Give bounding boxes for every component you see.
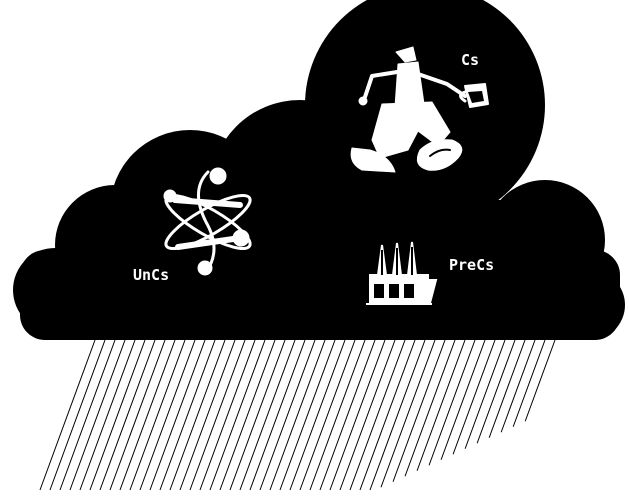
rain-line bbox=[477, 340, 515, 443]
rain-line bbox=[170, 340, 225, 490]
rain-line bbox=[465, 340, 505, 449]
rain-line bbox=[230, 340, 285, 490]
rain-line bbox=[393, 340, 445, 482]
rain-line bbox=[270, 340, 325, 490]
rain-line bbox=[80, 340, 135, 490]
cloud-shape bbox=[13, 0, 625, 340]
rain-line bbox=[160, 340, 215, 490]
uncs-label: UnCs bbox=[133, 266, 169, 284]
rain-line bbox=[405, 340, 455, 476]
rain-line bbox=[70, 340, 125, 490]
rain-line bbox=[501, 340, 535, 432]
rain-line bbox=[180, 340, 235, 490]
rain-line bbox=[370, 340, 425, 490]
rain-line bbox=[489, 340, 525, 438]
rain-line bbox=[220, 340, 275, 490]
rain-line bbox=[453, 340, 495, 454]
precs-label: PreCs bbox=[449, 256, 494, 274]
rain-line bbox=[260, 340, 315, 490]
rain-line bbox=[320, 340, 375, 490]
rain-line bbox=[429, 340, 475, 465]
rain-line bbox=[300, 340, 355, 490]
rain-line bbox=[60, 340, 115, 490]
rain-line bbox=[381, 340, 435, 487]
rain-line bbox=[350, 340, 405, 490]
rain-line bbox=[210, 340, 265, 490]
rain-line bbox=[130, 340, 185, 490]
rain-line bbox=[417, 340, 465, 471]
rain-lines bbox=[40, 340, 555, 490]
cs-label: Cs bbox=[461, 51, 479, 69]
rain-line bbox=[513, 340, 545, 427]
rain-line bbox=[330, 340, 385, 490]
rain-line bbox=[290, 340, 345, 490]
rain-line bbox=[40, 340, 95, 490]
rain-line bbox=[190, 340, 245, 490]
rain-line bbox=[50, 340, 105, 490]
rain-line bbox=[150, 340, 205, 490]
rain-line bbox=[90, 340, 145, 490]
rain-line bbox=[140, 340, 195, 490]
rain-line bbox=[340, 340, 395, 490]
rain-line bbox=[100, 340, 155, 490]
rain-line bbox=[120, 340, 175, 490]
rain-line bbox=[240, 340, 295, 490]
rain-line bbox=[110, 340, 165, 490]
rain-line bbox=[250, 340, 305, 490]
rain-line bbox=[200, 340, 255, 490]
rain-line bbox=[280, 340, 335, 490]
rain-line bbox=[310, 340, 365, 490]
rain-line bbox=[360, 340, 415, 490]
rain-line bbox=[441, 340, 485, 460]
